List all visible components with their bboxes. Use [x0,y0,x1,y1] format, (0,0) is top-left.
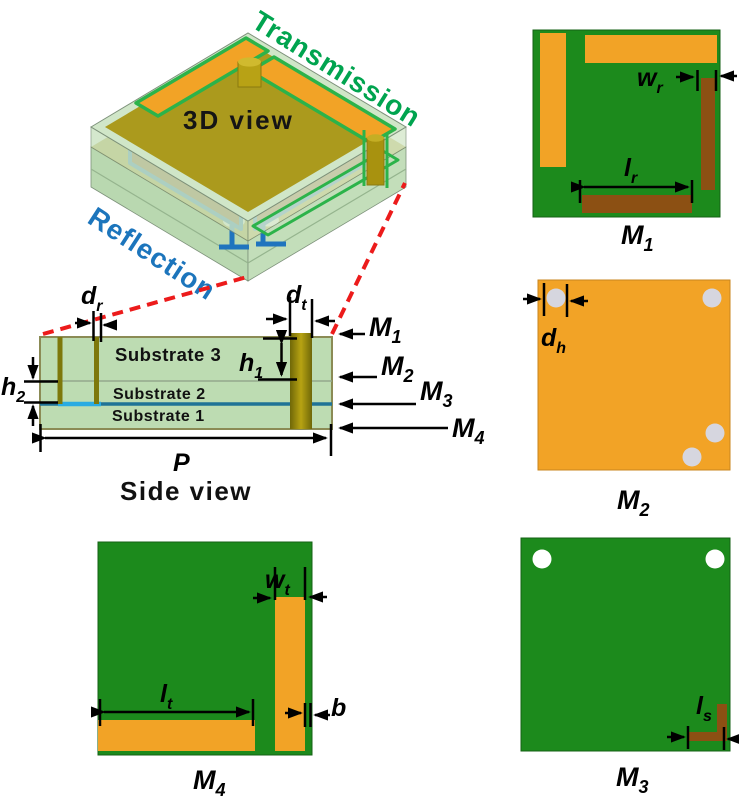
transmission-patch-left [134,36,270,118]
wr-label: wr [637,64,663,97]
wt-dimension: wt [253,566,327,604]
m1-orange-bar-horizontal [585,35,717,63]
m3-side-label: M3 [420,376,453,411]
m2-hole-top-right [702,288,722,308]
m4-orange-bar-horizontal [98,720,255,751]
ls-dimension: ls [667,692,739,750]
m1-callout: M1 [338,312,402,347]
three-d-view-title: 3D view [183,105,294,135]
m3-panel-label: M3 [616,762,649,797]
p-dimension: P [31,424,333,477]
m2-hole-top-left [546,288,566,308]
m4-callout: M4 [338,413,485,448]
dh-label: dh [541,324,566,357]
m1-side-label: M1 [369,312,402,347]
m3-board [520,537,731,752]
reflection-via-2 [94,337,99,404]
transmission-via [290,333,312,429]
via-cylinder-corner [366,137,385,186]
m1-panel-label: M1 [621,220,654,255]
m3-hole-right [705,549,725,569]
h1-label: h1 [239,349,263,382]
lr-dimension: lr [570,154,694,203]
m2-callout: M2 [338,351,414,386]
dr-dimension: dr [75,282,118,342]
red-dash-left [42,275,248,336]
panel-m4: wt lt b M4 [90,541,346,800]
m2-board [537,279,731,471]
via-cylinder-corner-top [367,134,384,142]
m3-hole-left [532,549,552,569]
m2-side-label: M2 [381,351,414,386]
lt-label: lt [160,680,173,713]
panel-m2: dh M2 [523,279,731,520]
m4-panel-label: M4 [193,765,226,800]
via-cylinder-top-cap [238,57,261,67]
p-label: P [173,449,190,477]
ls-label: ls [696,692,712,725]
h2-label: h2 [1,373,25,406]
m3-callout: M3 [338,376,453,411]
substrate3-label: Substrate 3 [115,344,221,365]
panel-m3: ls M3 [520,537,739,797]
m2-hole-bottom-right-1 [705,423,725,443]
m3-stub-horizontal [688,732,727,741]
m4-orange-bar-vertical [275,597,305,751]
substrate1-label: Substrate 1 [112,408,205,425]
h1-dimension: h1 [239,329,297,382]
dt-dimension: dt [266,281,335,338]
dr-label: dr [81,282,103,315]
side-view-caption: Side view [120,476,252,506]
b-label: b [331,694,346,722]
three-d-view: 3D view Transmission Reflection [83,5,427,306]
m2-panel-label: M2 [617,485,650,520]
red-dash-right [330,182,407,335]
reflection-via-1 [57,337,63,404]
m4-side-label: M4 [452,413,485,448]
lr-label: lr [624,154,638,187]
m1-brown-bar-horizontal [582,195,692,213]
m1-brown-bar-vertical [701,78,715,190]
b-dimension: b [285,694,346,727]
side-view: Substrate 3 Substrate 2 Substrate 1 Side… [1,281,485,506]
wr-dimension: wr [637,64,737,97]
green-outline-shelf [251,149,400,237]
h2-dimension: h2 [1,357,58,426]
substrate2-label: Substrate 2 [113,386,206,403]
m1-orange-bar-vertical [540,33,566,167]
m3-stub-vertical [717,704,727,741]
m2-hole-bottom-right-2 [682,447,702,467]
red-dashed-leaders [42,182,407,336]
panel-m1: wr lr M1 [532,29,737,255]
dh-dimension: dh [523,283,588,357]
lt-dimension: lt [90,680,255,726]
